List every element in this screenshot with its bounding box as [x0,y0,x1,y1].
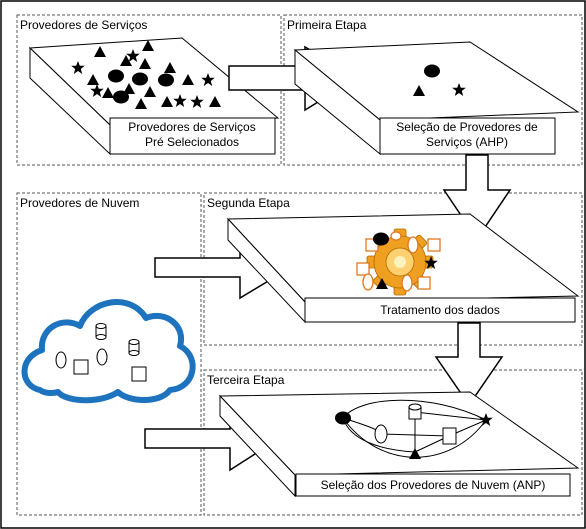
box-ahp-line2: Serviços (AHP) [426,135,508,149]
square-icon [427,238,441,252]
panel-cloud-providers [16,192,202,516]
panel-title-first-stage: Primeira Etapa [287,18,367,32]
cylinder-icon [390,231,402,241]
square-icon [417,276,431,290]
slab-first-stage: Seleção de Provedores de Serviços (AHP) [293,41,580,156]
box-ahp [379,117,556,155]
cloud-icon [21,299,196,404]
slab-second-stage: Tratamento dos dados [226,213,580,324]
cylinder-icon [408,403,422,420]
panel-title-cloud-providers: Provedores de Nuvem [20,196,139,210]
arrow-to-third-stage [434,322,504,407]
panel-third-stage [203,369,583,516]
octagon-icon [335,411,351,425]
box-anp-label: Seleção dos Provedores de Nuvem (ANP) [321,478,546,492]
cloud-contents [55,323,147,382]
octagon-icon [424,64,440,78]
panel-service-providers [16,14,282,166]
gear-icon [366,228,434,296]
box-preselected-line1: Provedores de Serviços [128,120,255,134]
ellipse-icon [407,236,419,254]
octagon-icon [373,232,389,246]
box-anp [295,473,571,497]
box-preselected-line2: Pré Selecionados [145,135,239,149]
panel-title-second-stage: Segunda Etapa [207,196,290,210]
arrow-to-second-stage [442,154,512,241]
ellipse-icon [55,351,67,369]
box-ahp-line1: Seleção de Provedores de [396,120,538,134]
slab-third-stage: Seleção dos Provedores de Nuvem (ANP) [218,391,580,498]
cylinder-icon [128,339,140,356]
square-icon [442,427,457,445]
box-data-processing [304,297,576,323]
panel-title-third-stage: Terceira Etapa [207,373,285,387]
ellipse-icon [96,348,108,366]
square-icon [131,366,147,382]
ellipse-icon [362,273,374,291]
box-preselected [109,117,276,155]
panel-title-service-providers: Provedores de Serviços [20,18,147,32]
cylinder-icon [95,323,107,340]
square-icon [73,359,89,375]
square-icon [356,262,370,276]
ellipse-icon [374,424,388,444]
slab-service-providers: Provedores de Serviços Pré Selecionados [28,37,280,156]
box-data-processing-label: Tratamento dos dados [380,303,500,317]
ellipse-icon [401,274,413,292]
